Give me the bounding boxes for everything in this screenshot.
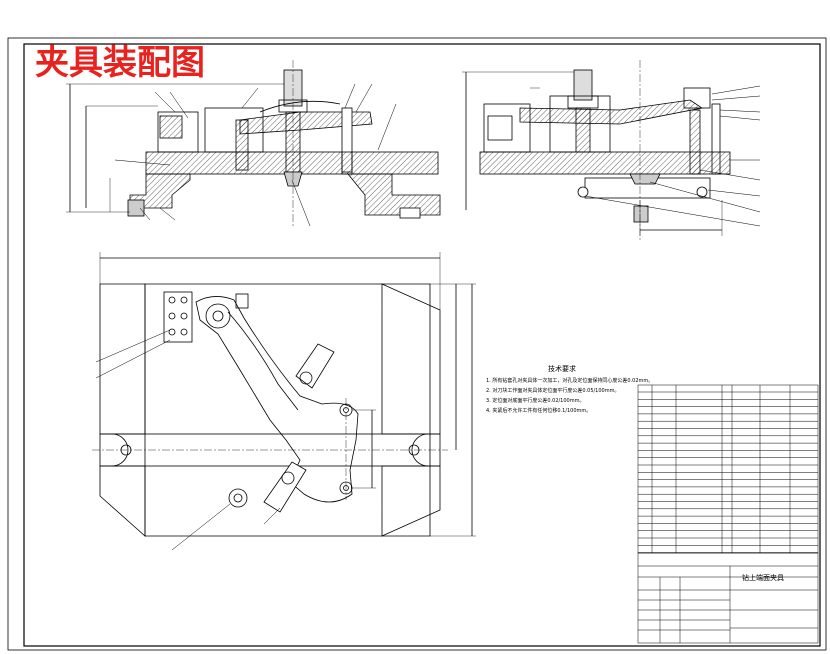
tech-req-line: 3. 定位面对底面平行度公差0.02/100mm。: [486, 397, 584, 404]
outer-border: [7, 37, 827, 651]
inner-border: [23, 43, 821, 647]
parts-list: [637, 384, 819, 554]
tech-req-heading: 技术要求: [548, 364, 576, 373]
technical-requirements: 技术要求 1. 所有钻套孔对夹具体一次加工，对孔及定位面保持同心度公差0.02m…: [486, 364, 653, 414]
drawing-title: 夹具装配图: [35, 43, 205, 83]
front-view: [66, 60, 441, 227]
side-view: [462, 60, 761, 240]
top-view: [92, 252, 476, 551]
title-block: [637, 552, 819, 644]
tech-req-line: 4. 夹紧后不允许工件有任何位移0.1/100mm。: [486, 407, 591, 414]
tech-req-line: 2. 对刀块工作面对夹具体定位面平行度公差0.05/100mm。: [486, 387, 619, 394]
title-block-name: 钻上端面夹具: [742, 573, 784, 582]
tech-req-line: 1. 所有钻套孔对夹具体一次加工，对孔及定位面保持同心度公差0.02mm。: [486, 377, 653, 384]
